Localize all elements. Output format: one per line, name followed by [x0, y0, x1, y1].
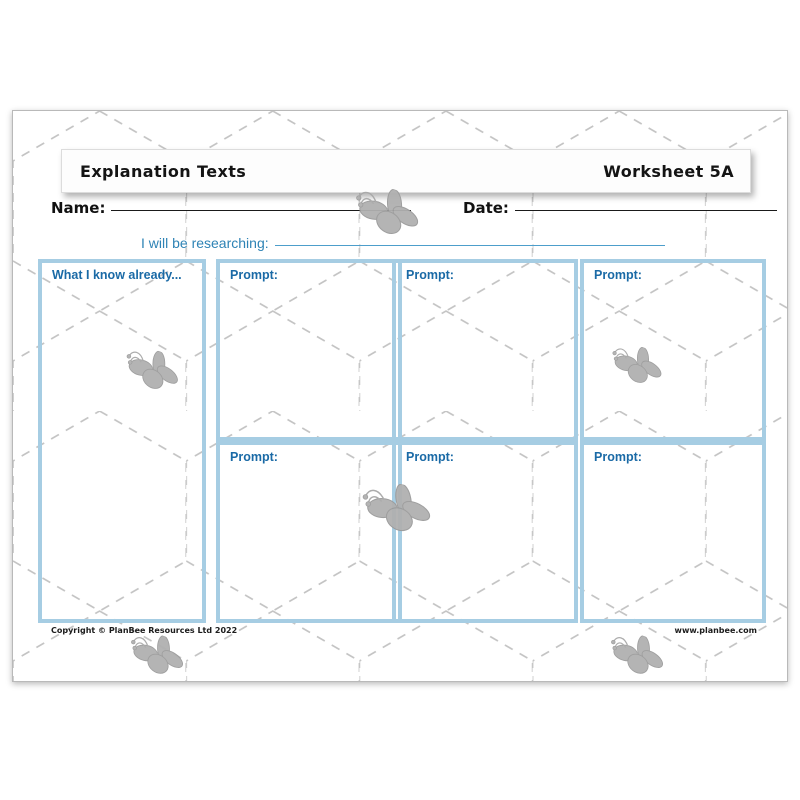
- prompt-label-2: Prompt:: [406, 268, 454, 282]
- name-field-row: Name:: [51, 199, 412, 217]
- researching-field-row: I will be researching:: [141, 235, 665, 251]
- researching-input[interactable]: [274, 245, 665, 246]
- copyright-text: Copyright © PlanBee Resources Ltd 2022: [51, 626, 238, 635]
- what-i-know-already-box[interactable]: What I know already...: [38, 259, 206, 623]
- prompt-label-6: Prompt:: [594, 450, 642, 464]
- prompt-box-4[interactable]: Prompt:: [216, 441, 402, 623]
- prompt-box-6[interactable]: Prompt:: [580, 441, 766, 623]
- name-input[interactable]: [111, 210, 412, 211]
- researching-label: I will be researching:: [141, 235, 269, 251]
- name-label: Name:: [51, 199, 106, 217]
- what-i-know-already-label: What I know already...: [52, 268, 182, 282]
- prompt-box-1[interactable]: Prompt:: [216, 259, 402, 441]
- date-input[interactable]: [514, 210, 777, 211]
- prompt-box-2[interactable]: Prompt:: [392, 259, 578, 441]
- prompt-label-3: Prompt:: [594, 268, 642, 282]
- date-field-row: Date:: [463, 199, 777, 217]
- prompt-box-5[interactable]: Prompt:: [392, 441, 578, 623]
- page-title: Explanation Texts: [80, 161, 247, 181]
- prompt-box-3[interactable]: Prompt:: [580, 259, 766, 441]
- prompt-label-4: Prompt:: [230, 450, 278, 464]
- prompt-label-5: Prompt:: [406, 450, 454, 464]
- date-label: Date:: [463, 199, 509, 217]
- worksheet-page: Explanation Texts Worksheet 5A Name: Dat…: [12, 110, 788, 682]
- prompt-label-1: Prompt:: [230, 268, 278, 282]
- website-text: www.planbee.com: [674, 626, 757, 635]
- title-plaque: Explanation Texts Worksheet 5A: [61, 149, 751, 193]
- worksheet-number: Worksheet 5A: [603, 161, 734, 181]
